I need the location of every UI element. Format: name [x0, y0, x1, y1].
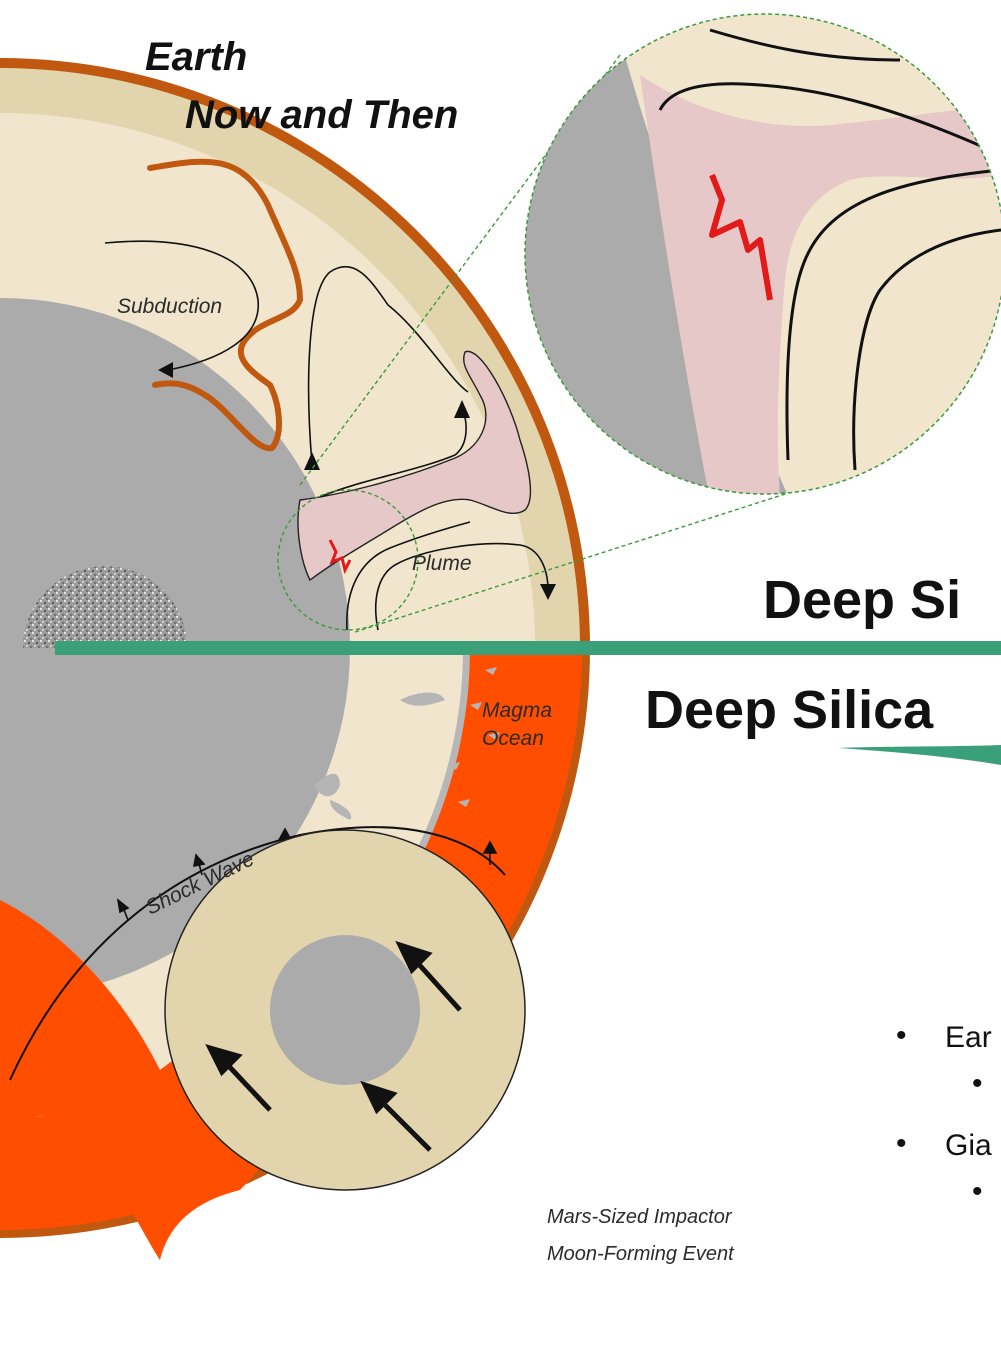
bullet-item-1: Ear: [945, 1021, 992, 1054]
bullet-marker: •: [896, 1127, 907, 1160]
magma-ocean-label-2: Ocean: [482, 727, 544, 750]
subduction-label: Subduction: [117, 295, 222, 318]
heading-bottom: Deep Silica: [645, 680, 934, 740]
divider-swoosh: [838, 745, 1001, 765]
bullet-marker: •: [896, 1019, 907, 1052]
title-line-1: Earth: [145, 35, 247, 79]
zoom-inset: [500, 0, 1001, 500]
impactor-label-2: Moon-Forming Event: [547, 1243, 735, 1265]
magma-ocean-label-1: Magma: [482, 699, 552, 722]
title-line-2: Now and Then: [185, 93, 458, 137]
plume-label: Plume: [412, 552, 472, 575]
bullet-item-2: Gia: [945, 1129, 992, 1162]
bullet-list: • Ear • • Gia •: [896, 1019, 992, 1208]
impactor-label-1: Mars-Sized Impactor: [547, 1206, 733, 1228]
heading-top: Deep Si: [763, 570, 961, 630]
sub-bullet-1: •: [972, 1067, 983, 1100]
sub-bullet-2: •: [972, 1175, 983, 1208]
